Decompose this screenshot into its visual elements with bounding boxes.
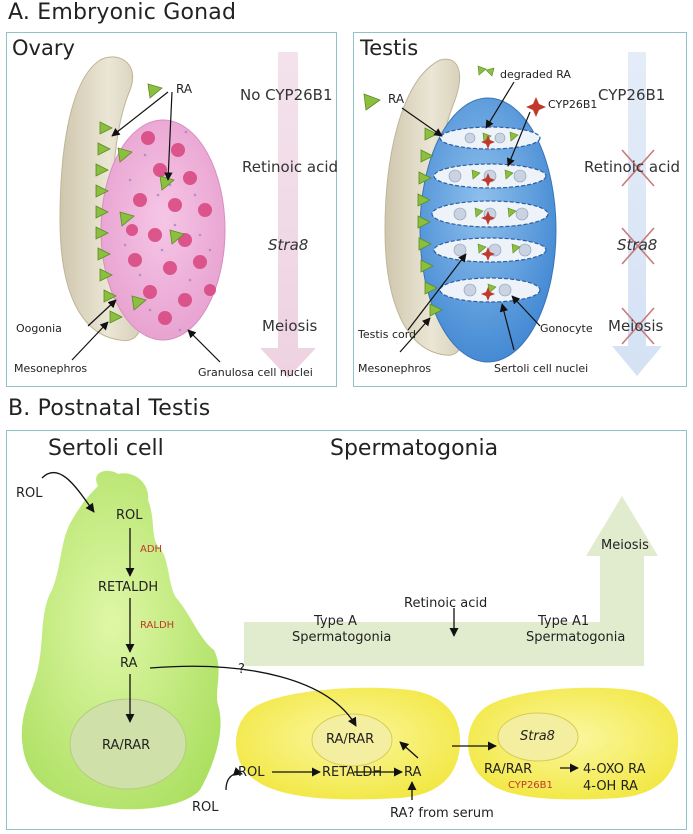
cell2-4oxo: 4-OXO RA — [583, 762, 646, 777]
cyp26b1-marker-label: CYP26B1 — [548, 98, 598, 111]
spermatogonia-title: Spermatogonia — [330, 436, 499, 461]
ovary-panel — [6, 32, 337, 387]
sertoli-ra: RA — [120, 656, 138, 671]
granulosa-label: Granulosa cell nuclei — [198, 366, 313, 379]
sertoli-ra-rar: RA/RAR — [102, 738, 151, 753]
testis-side-4: Meiosis — [608, 317, 664, 335]
oogonia-label: Oogonia — [16, 322, 62, 335]
testis-mesonephros-label: Mesonephros — [358, 362, 432, 375]
testis-ra-label: RA — [388, 92, 405, 106]
sertoli-rol: ROL — [116, 508, 143, 523]
section-a-title: A. Embryonic Gonad — [8, 0, 237, 25]
sertoli-title: Sertoli cell — [48, 436, 164, 461]
adh-label: ADH — [140, 544, 163, 555]
gonocyte-label: Gonocyte — [540, 322, 593, 335]
testis-side-1: CYP26B1 — [598, 86, 666, 104]
testis-title: Testis — [360, 36, 419, 60]
ovary-side-3: Stra8 — [268, 236, 309, 254]
type-a1-sperm-label: Spermatogonia — [526, 630, 626, 645]
degraded-ra-label: degraded RA — [500, 68, 571, 81]
cell1-ra-rar: RA/RAR — [326, 732, 375, 747]
rol-outside-label: ROL — [16, 486, 43, 501]
cell1-ra: RA — [404, 765, 422, 780]
cell2-stra8: Stra8 — [520, 729, 555, 744]
serum-label: RA? from serum — [390, 806, 494, 821]
retinoic-acid-label: Retinoic acid — [404, 596, 488, 611]
cell2-ra-rar: RA/RAR — [484, 762, 533, 777]
ovary-side-2: Retinoic acid — [242, 158, 339, 176]
testis-panel — [353, 32, 687, 387]
postnatal-panel — [6, 430, 687, 830]
cell1-rol: ROL — [238, 765, 265, 780]
question-mark: ? — [238, 662, 245, 677]
section-b-title: B. Postnatal Testis — [8, 396, 211, 421]
ovary-mesonephros-label: Mesonephros — [14, 362, 88, 375]
sertoli-nuclei-label: Sertoli cell nuclei — [494, 362, 589, 375]
type-a1-label: Type A1 — [538, 614, 590, 629]
meiosis-label: Meiosis — [601, 538, 649, 553]
ovary-side-4: Meiosis — [262, 317, 318, 335]
type-a-sperm-label: Spermatogonia — [292, 630, 392, 645]
cell1-rol-outside: ROL — [192, 800, 219, 815]
testis-side-3: Stra8 — [617, 236, 658, 254]
cell2-cyp26b1: CYP26B1 — [508, 780, 553, 791]
ovary-side-1: No CYP26B1 — [240, 86, 333, 104]
ovary-ra-label: RA — [176, 82, 193, 96]
testis-side-2: Retinoic acid — [584, 158, 681, 176]
cell2-4oh: 4-OH RA — [583, 779, 638, 794]
testis-cord-label: Testis cord — [358, 328, 417, 341]
cell1-retaldh: RETALDH — [322, 765, 383, 780]
sertoli-retaldh: RETALDH — [98, 580, 159, 595]
raldh-label: RALDH — [140, 620, 175, 631]
ovary-title: Ovary — [12, 36, 75, 60]
type-a-label: Type A — [314, 614, 357, 629]
